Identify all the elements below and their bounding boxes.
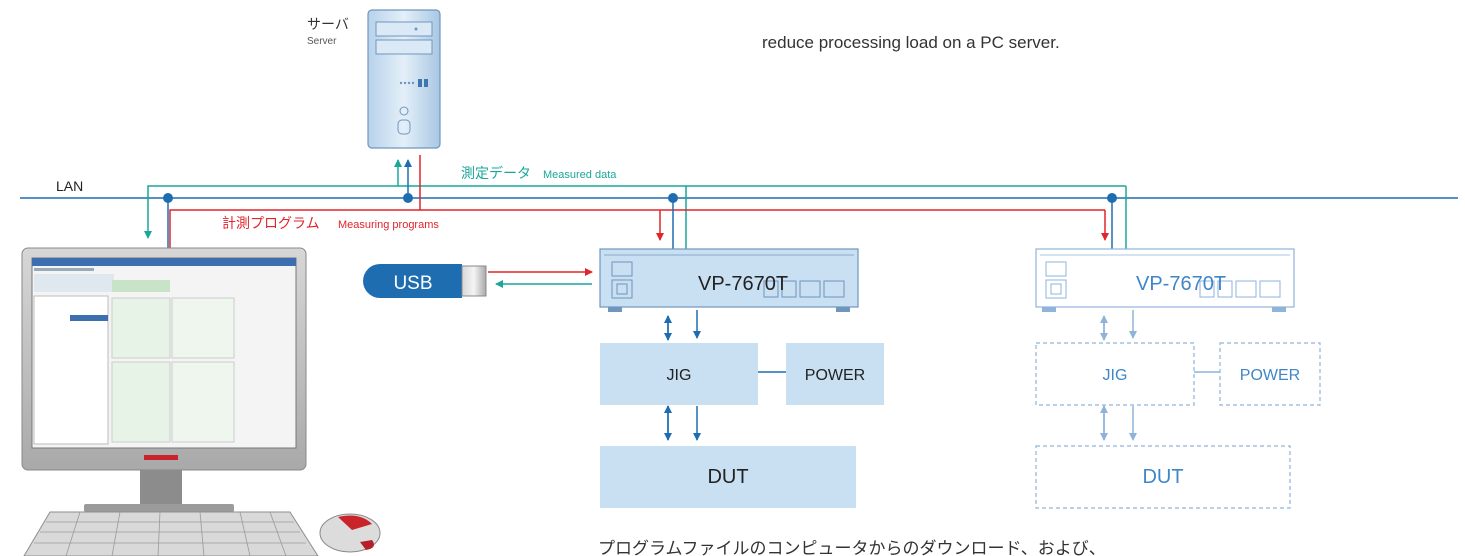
measuring-programs-label-en: Measuring programs [338,219,439,231]
server-label-jp: サーバ [307,16,349,32]
vp-unit-2 [1035,248,1295,312]
lan-drop-lines [167,159,1113,250]
jig-1-label: JIG [667,367,692,384]
measured-data-label-en: Measured data [543,169,617,181]
usb-label: USB [393,273,432,294]
dut-2-box [1035,445,1291,509]
vp-unit-1 [599,248,859,312]
measuring-programs-label-jp: 計測プログラム [222,215,320,231]
dut-2-label: DUT [1142,466,1183,488]
power-1-box [786,343,884,405]
power-2-box [1219,342,1321,406]
power-1-label: POWER [805,367,865,384]
vp-unit-2-model: VP-7670T [1136,273,1226,295]
bottom-text: プログラムファイルのコンピュータからのダウンロード、および、 [598,539,1106,556]
top-text: reduce processing load on a PC server. [762,33,1060,52]
jig-2-label: JIG [1103,367,1128,384]
vp-unit-1-model: VP-7670T [698,273,788,295]
usb-stick-icon [363,264,487,298]
server-tower-icon [367,9,441,149]
mouse-icon [319,513,381,553]
lan-junction-dots [163,193,1117,203]
dut-1-label: DUT [707,466,748,488]
jig-2-box [1035,342,1195,406]
lan-label: LAN [56,178,83,194]
power-2-label: POWER [1240,367,1300,384]
measured-data-line [144,159,1127,250]
measuring-programs-line [169,155,1109,250]
dut-1-box [600,446,856,508]
pc-monitor-icon [21,247,307,512]
server-label-en: Server [307,36,337,47]
measured-data-label-jp: 測定データ [461,165,531,181]
keyboard-icon [23,511,319,556]
jig-1-box [600,343,758,405]
